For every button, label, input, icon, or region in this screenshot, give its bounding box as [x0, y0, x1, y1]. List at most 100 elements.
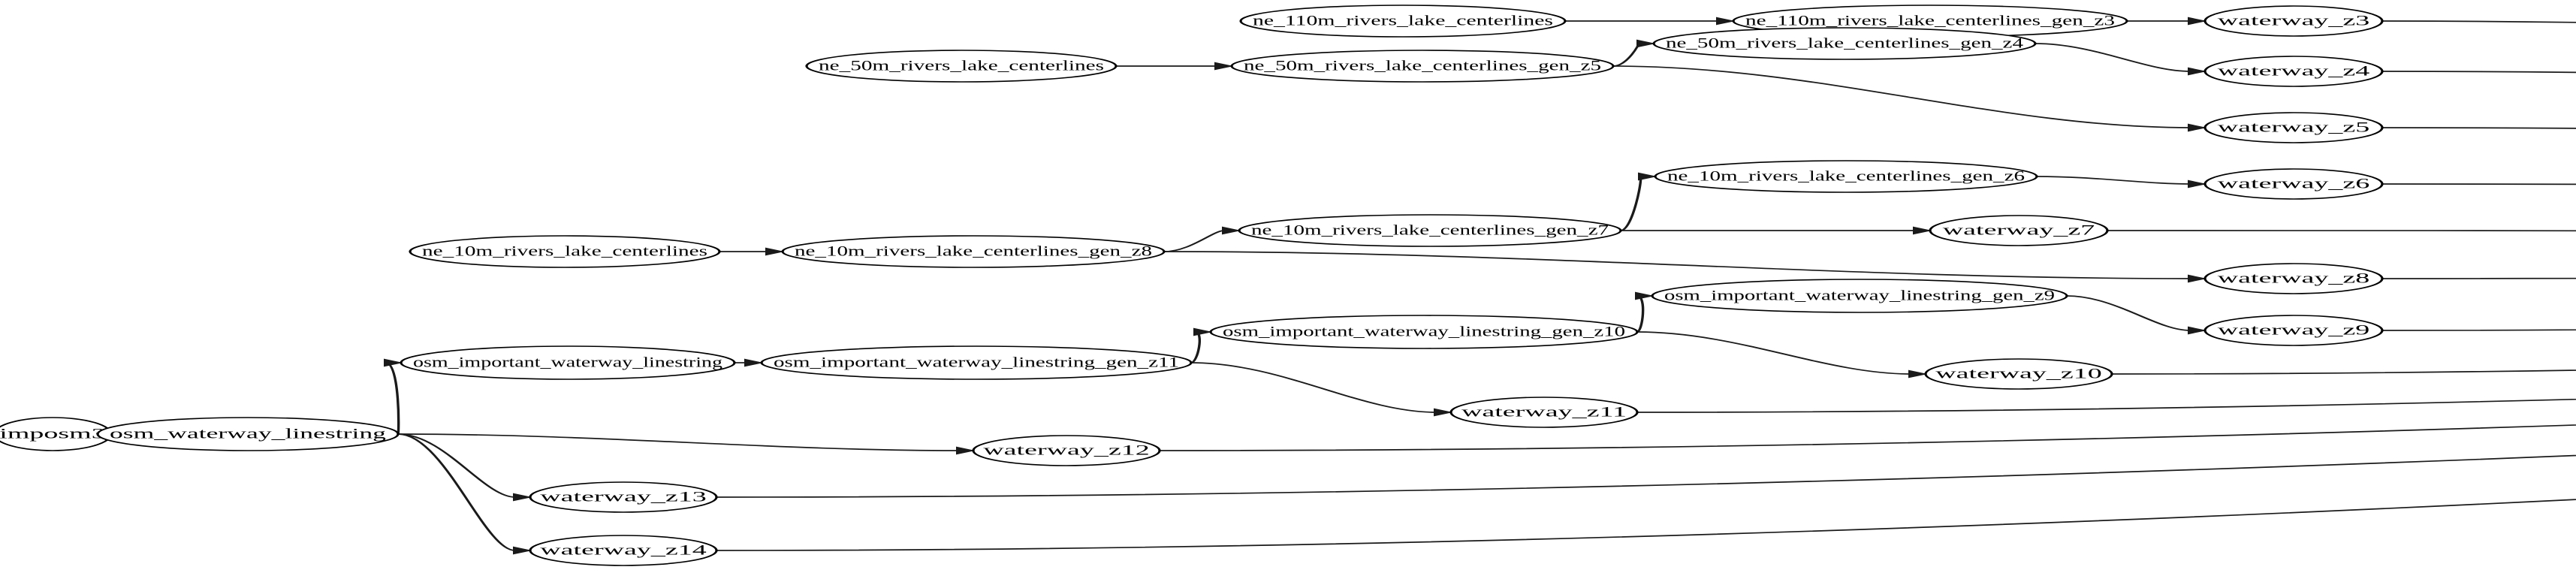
node-ne_10m_gen_z7[interactable]: ne_10m_rivers_lake_centerlines_gen_z7	[1238, 214, 1622, 247]
node-ellipse-waterway_z3	[2203, 5, 2384, 37]
node-label-ne_10m_gen_z6: ne_10m_rivers_lake_centerlines_gen_z6	[1667, 168, 2025, 184]
node-label-osm_imp_gen_z10: osm_important_waterway_linestring_gen_z1…	[1223, 324, 1625, 339]
edge-waterway_z7-to-layer_waterwayz7	[2107, 230, 2576, 232]
node-waterway_z4[interactable]: waterway_z4	[2203, 56, 2384, 87]
node-ellipse-waterway_z7	[1929, 215, 2109, 246]
node-ellipse-osm_imp_gen_z9	[1651, 279, 2068, 313]
node-label-ne_10m_gen_z7: ne_10m_rivers_lake_centerlines_gen_z7	[1251, 222, 1609, 238]
edge-arrowhead	[956, 446, 976, 455]
edge-arrowhead	[2188, 123, 2207, 132]
node-waterway_z7[interactable]: waterway_z7	[1929, 215, 2109, 246]
edge-osm_waterway_linestring-to-osm_imp_waterway	[385, 362, 400, 435]
edge-arrowhead	[1913, 226, 1932, 235]
edge-osm_waterway_linestring-to-waterway_z13	[397, 433, 516, 498]
node-ellipse-waterway_z12	[972, 435, 1161, 466]
node-waterway_z12[interactable]: waterway_z12	[972, 435, 1161, 466]
node-ne_10m_gen_z8[interactable]: ne_10m_rivers_lake_centerlines_gen_z8	[781, 235, 1166, 268]
node-waterway_z14[interactable]: waterway_z14	[529, 535, 718, 566]
node-ne_50m_gen_z5[interactable]: ne_50m_rivers_lake_centerlines_gen_z5	[1230, 50, 1615, 83]
edge-waterway_z9-to-layer_waterwayz9	[2381, 329, 2576, 331]
node-ne_50m[interactable]: ne_50m_rivers_lake_centerlines	[805, 50, 1118, 83]
node-label-osm_imp_gen_z9: osm_important_waterway_linestring_gen_z9	[1664, 288, 2055, 303]
node-ellipse-waterway_z9	[2203, 315, 2384, 346]
edge-ne_10m_gen_z6-to-waterway_z6	[2036, 176, 2191, 185]
edge-arrowhead	[1214, 62, 1234, 71]
edge-arrowhead	[513, 546, 532, 555]
node-label-waterway_z11: waterway_z11	[1461, 404, 1627, 420]
edge-arrowhead	[513, 493, 532, 502]
node-label-waterway_z5: waterway_z5	[2218, 119, 2370, 135]
edge-waterway_z13-to-layer_waterwayz13	[716, 454, 2576, 498]
node-osm_imp_gen_z10[interactable]: osm_important_waterway_linestring_gen_z1…	[1209, 315, 1639, 349]
node-label-ne_110m_gen_z3: ne_110m_rivers_lake_centerlines_gen_z3	[1745, 13, 2115, 29]
node-ellipse-ne_10m	[409, 235, 721, 268]
edge-arrowhead	[2188, 17, 2207, 26]
node-ellipse-waterway_z11	[1449, 397, 1639, 428]
node-label-ne_10m: ne_10m_rivers_lake_centerlines	[422, 243, 707, 259]
edge-ne_50m_gen_z4-to-waterway_z4	[2035, 43, 2191, 72]
node-osm_waterway_linestring[interactable]: osm_waterway_linestring	[96, 417, 400, 451]
node-waterway_z13[interactable]: waterway_z13	[529, 481, 718, 513]
node-waterway_z11[interactable]: waterway_z11	[1449, 397, 1639, 428]
node-waterway_z8[interactable]: waterway_z8	[2203, 263, 2384, 294]
node-ellipse-waterway_z13	[529, 481, 718, 513]
node-ellipse-waterway_z10	[1924, 358, 2113, 390]
node-waterway_z9[interactable]: waterway_z9	[2203, 315, 2384, 346]
node-label-waterway_z8: waterway_z8	[2218, 270, 2370, 286]
node-label-waterway_z6: waterway_z6	[2218, 176, 2370, 192]
edge-osm_waterway_linestring-to-waterway_z14	[397, 433, 516, 551]
node-waterway_z6[interactable]: waterway_z6	[2203, 168, 2384, 200]
node-waterway_z10[interactable]: waterway_z10	[1924, 358, 2113, 390]
edge-arrowhead	[1193, 327, 1213, 336]
edge-osm_imp_gen_z11-to-osm_imp_gen_z10	[1190, 331, 1202, 363]
edge-waterway_z14-to-layer_waterwayz14	[716, 499, 2576, 551]
edge-osm_imp_gen_z10-to-waterway_z10	[1636, 331, 1911, 375]
node-waterway_z5[interactable]: waterway_z5	[2203, 112, 2384, 143]
edge-arrowhead	[1434, 408, 1453, 417]
edge-arrowhead	[2188, 326, 2207, 335]
edge-arrowhead	[1638, 172, 1658, 181]
node-label-ne_50m: ne_50m_rivers_lake_centerlines	[819, 58, 1104, 74]
node-ellipse-osm_imp_gen_z10	[1209, 315, 1639, 349]
node-label-waterway_z13: waterway_z13	[540, 489, 706, 505]
edge-ne_10m_gen_z8-to-ne_10m_gen_z7	[1163, 230, 1225, 252]
edge-osm_imp_gen_z11-to-waterway_z11	[1190, 362, 1437, 413]
node-label-waterway_z10: waterway_z10	[1935, 366, 2101, 381]
node-ellipse-ne_50m_gen_z5	[1230, 50, 1615, 83]
node-osm_imp_gen_z9[interactable]: osm_important_waterway_linestring_gen_z9	[1651, 279, 2068, 313]
node-label-waterway_z3: waterway_z3	[2218, 13, 2370, 29]
node-ne_10m[interactable]: ne_10m_rivers_lake_centerlines	[409, 235, 721, 268]
node-label-ne_10m_gen_z8: ne_10m_rivers_lake_centerlines_gen_z8	[795, 243, 1152, 259]
node-waterway_z3[interactable]: waterway_z3	[2203, 5, 2384, 37]
node-osm_imp_waterway[interactable]: osm_important_waterway_linestring	[400, 345, 736, 380]
node-ellipse-ne_10m_gen_z6	[1654, 160, 2038, 193]
edge-arrowhead	[384, 358, 403, 367]
node-imposm3[interactable]: imposm3	[0, 417, 113, 451]
edge-waterway_z12-to-layer_waterwayz12	[1159, 424, 2576, 451]
node-ellipse-ne_110m	[1239, 5, 1567, 38]
edge-arrowhead	[744, 358, 764, 367]
node-label-imposm3: imposm3	[0, 426, 106, 442]
edge-osm_imp_gen_z9-to-waterway_z9	[2066, 295, 2191, 331]
node-label-ne_50m_gen_z4: ne_50m_rivers_lake_centerlines_gen_z4	[1666, 35, 2023, 51]
node-ne_10m_gen_z6[interactable]: ne_10m_rivers_lake_centerlines_gen_z6	[1654, 160, 2038, 193]
node-ellipse-ne_10m_gen_z7	[1238, 214, 1622, 247]
edge-arrowhead	[1636, 39, 1656, 48]
node-osm_imp_gen_z11[interactable]: osm_important_waterway_linestring_gen_z1…	[760, 345, 1193, 380]
node-ne_110m[interactable]: ne_110m_rivers_lake_centerlines	[1239, 5, 1567, 38]
node-label-waterway_z14: waterway_z14	[540, 542, 706, 558]
edge-arrowhead	[1222, 226, 1241, 235]
node-ellipse-osm_waterway_linestring	[96, 417, 400, 451]
node-ellipse-waterway_z4	[2203, 56, 2384, 87]
node-ne_50m_gen_z4[interactable]: ne_50m_rivers_lake_centerlines_gen_z4	[1652, 27, 2037, 60]
node-ellipse-waterway_z14	[529, 535, 718, 566]
node-label-waterway_z9: waterway_z9	[2218, 322, 2370, 338]
edge-arrowhead	[2188, 67, 2207, 76]
node-ellipse-waterway_z8	[2203, 263, 2384, 294]
edge-waterway_z6-to-layer_waterwayz6	[2381, 183, 2576, 185]
edge-osm_waterway_linestring-to-waterway_z12	[397, 433, 959, 451]
node-ellipse-waterway_z5	[2203, 112, 2384, 143]
edge-arrowhead	[765, 247, 785, 256]
